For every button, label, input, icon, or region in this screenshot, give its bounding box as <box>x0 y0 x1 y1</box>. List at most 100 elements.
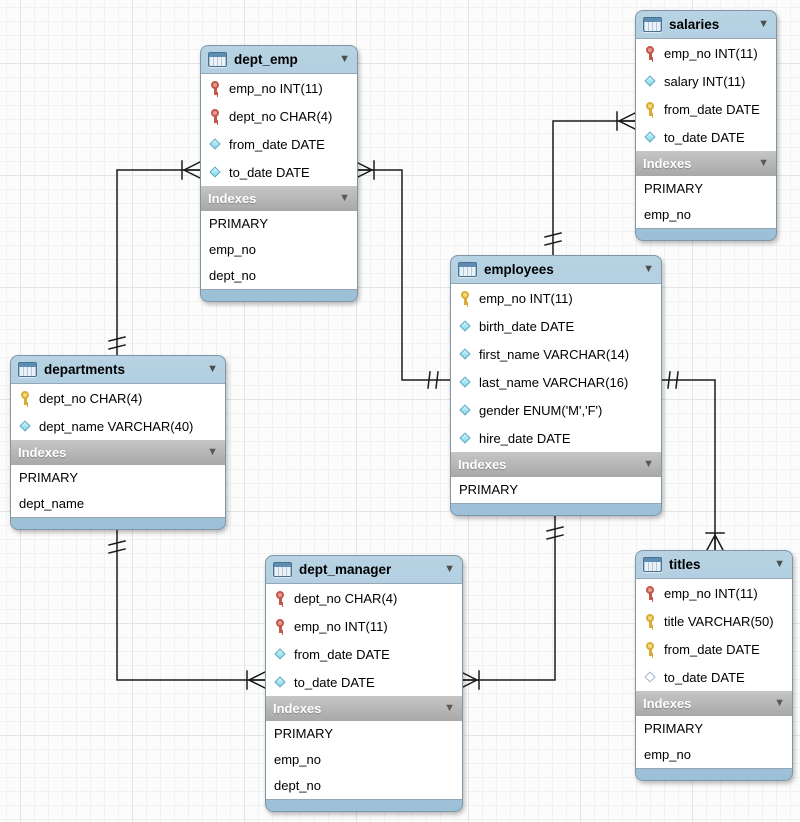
column-row[interactable]: to_date DATE <box>201 158 357 186</box>
indexes-bar[interactable]: Indexes ▼ <box>636 691 792 716</box>
relationship-employees-titles[interactable] <box>659 371 725 552</box>
table-titles[interactable]: titles ▼ emp_no INT(11) title VARCHAR(50… <box>635 550 793 781</box>
column-label: dept_no CHAR(4) <box>294 590 398 606</box>
column-row[interactable]: to_date DATE <box>636 123 776 151</box>
index-row[interactable]: emp_no <box>644 207 691 222</box>
collapse-arrow-icon[interactable]: ▼ <box>207 446 218 458</box>
table-icon <box>643 17 662 32</box>
indexes-section: PRIMARY emp_no dept_no <box>266 721 462 800</box>
collapse-arrow-icon[interactable]: ▼ <box>339 53 350 65</box>
collapse-arrow-icon[interactable]: ▼ <box>643 263 654 275</box>
primary-key-icon <box>643 642 657 656</box>
pk-fk-key-icon <box>273 591 287 605</box>
column-row[interactable]: emp_no INT(11) <box>451 284 661 312</box>
column-row[interactable]: from_date DATE <box>201 130 357 158</box>
column-row[interactable]: dept_no CHAR(4) <box>11 384 225 412</box>
column-row[interactable]: from_date DATE <box>636 95 776 123</box>
table-dept_manager[interactable]: dept_manager ▼ dept_no CHAR(4) emp_no IN… <box>265 555 463 812</box>
table-header[interactable]: departments ▼ <box>11 356 225 383</box>
collapse-arrow-icon[interactable]: ▼ <box>444 702 455 714</box>
relationship-departments-dept_emp[interactable] <box>108 160 202 356</box>
table-employees[interactable]: employees ▼ emp_no INT(11) birth_date DA… <box>450 255 662 516</box>
table-dept_emp[interactable]: dept_emp ▼ emp_no INT(11) dept_no CHAR(4… <box>200 45 358 302</box>
primary-key-icon <box>643 102 657 116</box>
index-row[interactable]: dept_no <box>274 778 321 793</box>
index-row[interactable]: dept_no <box>209 268 256 283</box>
column-label: emp_no INT(11) <box>479 290 573 306</box>
table-icon <box>208 52 227 67</box>
column-row[interactable]: hire_date DATE <box>451 424 661 452</box>
indexes-bar[interactable]: Indexes ▼ <box>636 151 776 176</box>
column-row[interactable]: title VARCHAR(50) <box>636 607 792 635</box>
column-label: first_name VARCHAR(14) <box>479 346 630 362</box>
collapse-arrow-icon[interactable]: ▼ <box>774 697 785 709</box>
indexes-bar[interactable]: Indexes ▼ <box>451 452 661 477</box>
column-row[interactable]: emp_no INT(11) <box>636 579 792 607</box>
indexes-bar[interactable]: Indexes ▼ <box>11 440 225 465</box>
index-row[interactable]: PRIMARY <box>644 181 703 196</box>
column-icon <box>458 375 472 389</box>
column-row[interactable]: birth_date DATE <box>451 312 661 340</box>
relationship-departments-dept_manager[interactable] <box>108 526 267 690</box>
column-row[interactable]: from_date DATE <box>636 635 792 663</box>
relationship-employees-dept_manager[interactable] <box>459 512 564 690</box>
column-label: dept_no CHAR(4) <box>229 108 333 124</box>
table-header[interactable]: dept_manager ▼ <box>266 556 462 583</box>
column-row[interactable]: dept_no CHAR(4) <box>201 102 357 130</box>
column-label: hire_date DATE <box>479 430 571 446</box>
column-row[interactable]: to_date DATE <box>636 663 792 691</box>
column-row[interactable]: dept_no CHAR(4) <box>266 584 462 612</box>
indexes-bar[interactable]: Indexes ▼ <box>266 696 462 721</box>
index-row[interactable]: PRIMARY <box>644 721 703 736</box>
column-label: emp_no INT(11) <box>664 45 758 61</box>
table-header[interactable]: dept_emp ▼ <box>201 46 357 73</box>
table-header[interactable]: titles ▼ <box>636 551 792 578</box>
collapse-arrow-icon[interactable]: ▼ <box>758 157 769 169</box>
table-salaries[interactable]: salaries ▼ emp_no INT(11) salary INT(11)… <box>635 10 777 241</box>
collapse-arrow-icon[interactable]: ▼ <box>339 192 350 204</box>
index-row[interactable]: PRIMARY <box>274 726 333 741</box>
column-row[interactable]: to_date DATE <box>266 668 462 696</box>
collapse-arrow-icon[interactable]: ▼ <box>774 558 785 570</box>
column-row[interactable]: last_name VARCHAR(16) <box>451 368 661 396</box>
index-row[interactable]: PRIMARY <box>209 216 268 231</box>
index-row[interactable]: emp_no <box>209 242 256 257</box>
primary-key-icon <box>18 391 32 405</box>
column-row[interactable]: emp_no INT(11) <box>636 39 776 67</box>
column-row[interactable]: gender ENUM('M','F') <box>451 396 661 424</box>
column-icon <box>643 130 657 144</box>
table-header[interactable]: salaries ▼ <box>636 11 776 38</box>
column-label: emp_no INT(11) <box>229 80 323 96</box>
collapse-arrow-icon[interactable]: ▼ <box>643 458 654 470</box>
column-label: from_date DATE <box>229 136 325 152</box>
relationship-employees-dept_emp[interactable] <box>354 160 451 389</box>
table-header[interactable]: employees ▼ <box>451 256 661 283</box>
column-row[interactable]: emp_no INT(11) <box>266 612 462 640</box>
column-row[interactable]: dept_name VARCHAR(40) <box>11 412 225 440</box>
index-row[interactable]: dept_name <box>19 496 85 511</box>
index-row[interactable]: emp_no <box>274 752 321 767</box>
columns-section: emp_no INT(11) title VARCHAR(50) from_da… <box>636 578 792 691</box>
primary-key-icon <box>458 291 472 305</box>
indexes-section: PRIMARY emp_no <box>636 176 776 229</box>
index-row[interactable]: emp_no <box>644 747 691 762</box>
collapse-arrow-icon[interactable]: ▼ <box>207 363 218 375</box>
index-row[interactable]: PRIMARY <box>459 482 518 497</box>
collapse-arrow-icon[interactable]: ▼ <box>444 563 455 575</box>
collapse-arrow-icon[interactable]: ▼ <box>758 18 769 30</box>
index-row[interactable]: PRIMARY <box>19 470 78 485</box>
indexes-section: PRIMARY emp_no dept_no <box>201 211 357 290</box>
table-icon <box>458 262 477 277</box>
column-row[interactable]: from_date DATE <box>266 640 462 668</box>
column-row[interactable]: emp_no INT(11) <box>201 74 357 102</box>
column-icon <box>208 137 222 151</box>
column-label: from_date DATE <box>294 646 390 662</box>
column-row[interactable]: first_name VARCHAR(14) <box>451 340 661 368</box>
column-row[interactable]: salary INT(11) <box>636 67 776 95</box>
relationship-employees-salaries[interactable] <box>544 111 637 256</box>
table-departments[interactable]: departments ▼ dept_no CHAR(4) dept_name … <box>10 355 226 530</box>
indexes-label: Indexes <box>273 701 322 716</box>
columns-section: emp_no INT(11) salary INT(11) from_date … <box>636 38 776 151</box>
indexes-bar[interactable]: Indexes ▼ <box>201 186 357 211</box>
